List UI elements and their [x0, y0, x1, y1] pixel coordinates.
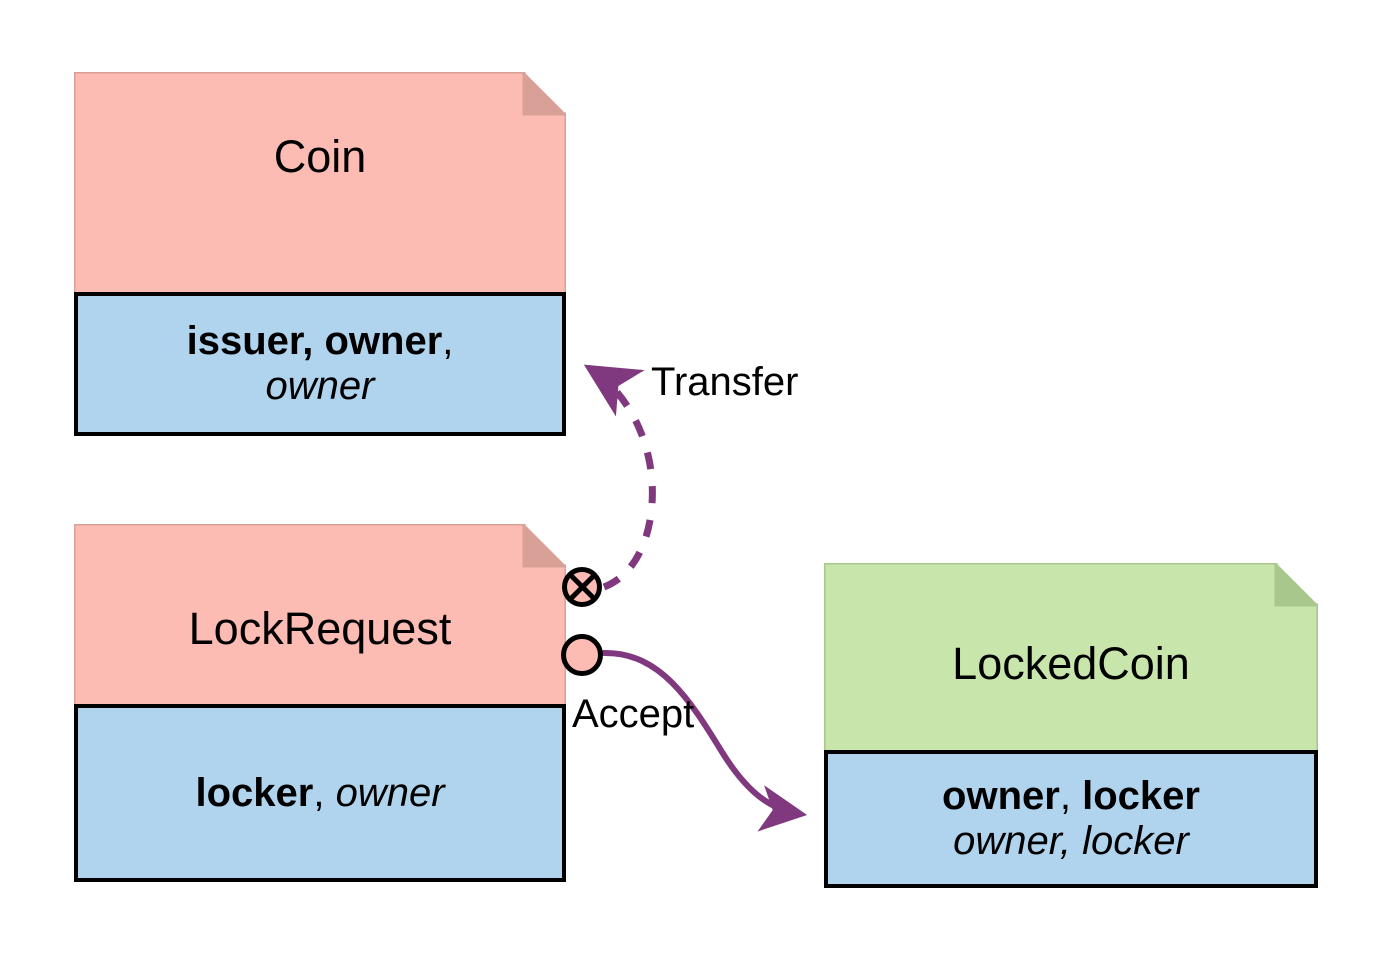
attr-token: owner — [942, 774, 1060, 819]
attr-token: locker — [1082, 774, 1200, 819]
circled-x-port-icon[interactable] — [562, 567, 602, 607]
edge-label-accept: Accept — [572, 692, 695, 736]
node-coin[interactable]: Coin issuer, owner, owner — [74, 72, 566, 436]
node-locked-coin-attr-line-2: owner, locker — [953, 819, 1189, 864]
attr-token: , — [313, 770, 336, 815]
node-locked-coin-header-shape — [824, 563, 1318, 753]
node-lock-request-header: LockRequest — [74, 524, 566, 706]
node-coin-attr-line-1: issuer, owner, — [187, 319, 454, 364]
node-coin-attr-line-2: owner — [266, 364, 375, 409]
node-coin-header-shape — [74, 72, 566, 294]
attr-token: , — [442, 319, 454, 364]
attr-token: owner, locker — [953, 819, 1189, 863]
attr-token: , — [1059, 774, 1083, 819]
attr-token: owner — [265, 364, 375, 408]
node-locked-coin-attr-line-1: owner, locker — [942, 774, 1200, 819]
node-coin-title: Coin — [273, 131, 367, 182]
node-locked-coin[interactable]: LockedCoin owner, locker owner, locker — [824, 563, 1318, 888]
node-locked-coin-body: owner, locker owner, locker — [824, 750, 1318, 888]
node-lock-request-header-shape — [74, 524, 566, 706]
attr-token: locker — [195, 770, 314, 815]
circle-port-icon[interactable] — [561, 634, 603, 676]
node-coin-body: issuer, owner, owner — [74, 292, 566, 436]
attr-token: owner — [335, 770, 445, 815]
edge-label-transfer: Transfer — [651, 360, 799, 404]
node-lock-request-attr-line-1: locker, owner — [195, 771, 444, 816]
edge-transfer-path — [583, 364, 656, 591]
attr-token: issuer, owner — [186, 319, 443, 364]
node-locked-coin-title: LockedCoin — [952, 638, 1190, 689]
node-coin-header: Coin — [74, 72, 566, 294]
node-locked-coin-header: LockedCoin — [824, 563, 1318, 753]
node-lock-request-title: LockRequest — [188, 603, 452, 654]
node-lock-request-body: locker, owner — [74, 704, 566, 882]
node-lock-request[interactable]: LockRequest locker, owner — [74, 524, 566, 882]
